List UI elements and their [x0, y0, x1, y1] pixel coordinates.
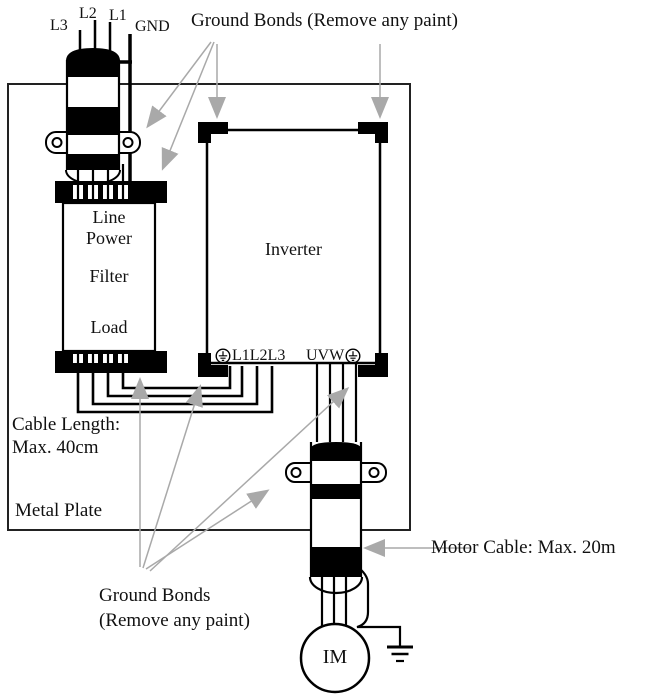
- cable-length-line1: Cable Length:: [12, 414, 121, 435]
- core-to-filter-wires: [76, 164, 125, 206]
- arrow-to-filter-bar: [161, 41, 215, 171]
- ground-bonds-top-label: Ground Bonds (Remove any paint): [191, 10, 459, 31]
- callout-arrows: [131, 41, 470, 572]
- metal-plate-label: Metal Plate: [15, 500, 103, 521]
- filter-label-filter: Filter: [89, 266, 129, 286]
- motor-label: IM: [322, 646, 348, 668]
- filter-label-load: Load: [90, 317, 128, 337]
- ground-bonds-bottom-line2: (Remove any paint): [99, 610, 250, 631]
- inverter-label: Inverter: [265, 239, 322, 259]
- filter-to-inverter-cables: [76, 366, 274, 414]
- motor-cable-label: Motor Cable: Max. 20m: [431, 537, 616, 558]
- cable-length-label: Cable Length: Max. 40cm: [12, 413, 162, 459]
- label-gnd: GND: [135, 18, 170, 35]
- cable-length-line2: Max. 40cm: [12, 437, 99, 458]
- filter-terminal-bar-top: [55, 181, 167, 203]
- core-to-motor-wires: [320, 570, 348, 632]
- filter-label-power: Power: [86, 228, 132, 248]
- earth-ground-icon: [345, 348, 361, 364]
- ground-bonds-bottom-label: Ground Bonds (Remove any paint): [99, 583, 299, 633]
- filter-terminal-bar-bottom: [55, 351, 167, 373]
- earth-ground-icon: [215, 348, 231, 364]
- inverter-mounting-tabs: [198, 122, 388, 377]
- label-l3: L3: [50, 17, 68, 34]
- arrow-to-input-clamp: [146, 41, 212, 129]
- arrow-to-inverter-cables: [142, 384, 203, 569]
- filter-label-line: Line: [92, 207, 126, 227]
- label-l1: L1: [109, 7, 127, 24]
- arrow-to-ground-terminal: [149, 386, 350, 572]
- label-l2: L2: [79, 5, 97, 22]
- inverter-output-terminals-label: UVW: [306, 347, 345, 364]
- inverter-input-terminals-label: L1L2L3: [232, 347, 286, 364]
- motor-earth-connection: [355, 565, 413, 663]
- induction-motor-circle: [299, 622, 371, 694]
- output-ferrite-core: [285, 442, 387, 595]
- inverter-box: [198, 122, 388, 377]
- input-ferrite-core: [45, 48, 141, 185]
- ground-bonds-bottom-line1: Ground Bonds: [99, 585, 211, 606]
